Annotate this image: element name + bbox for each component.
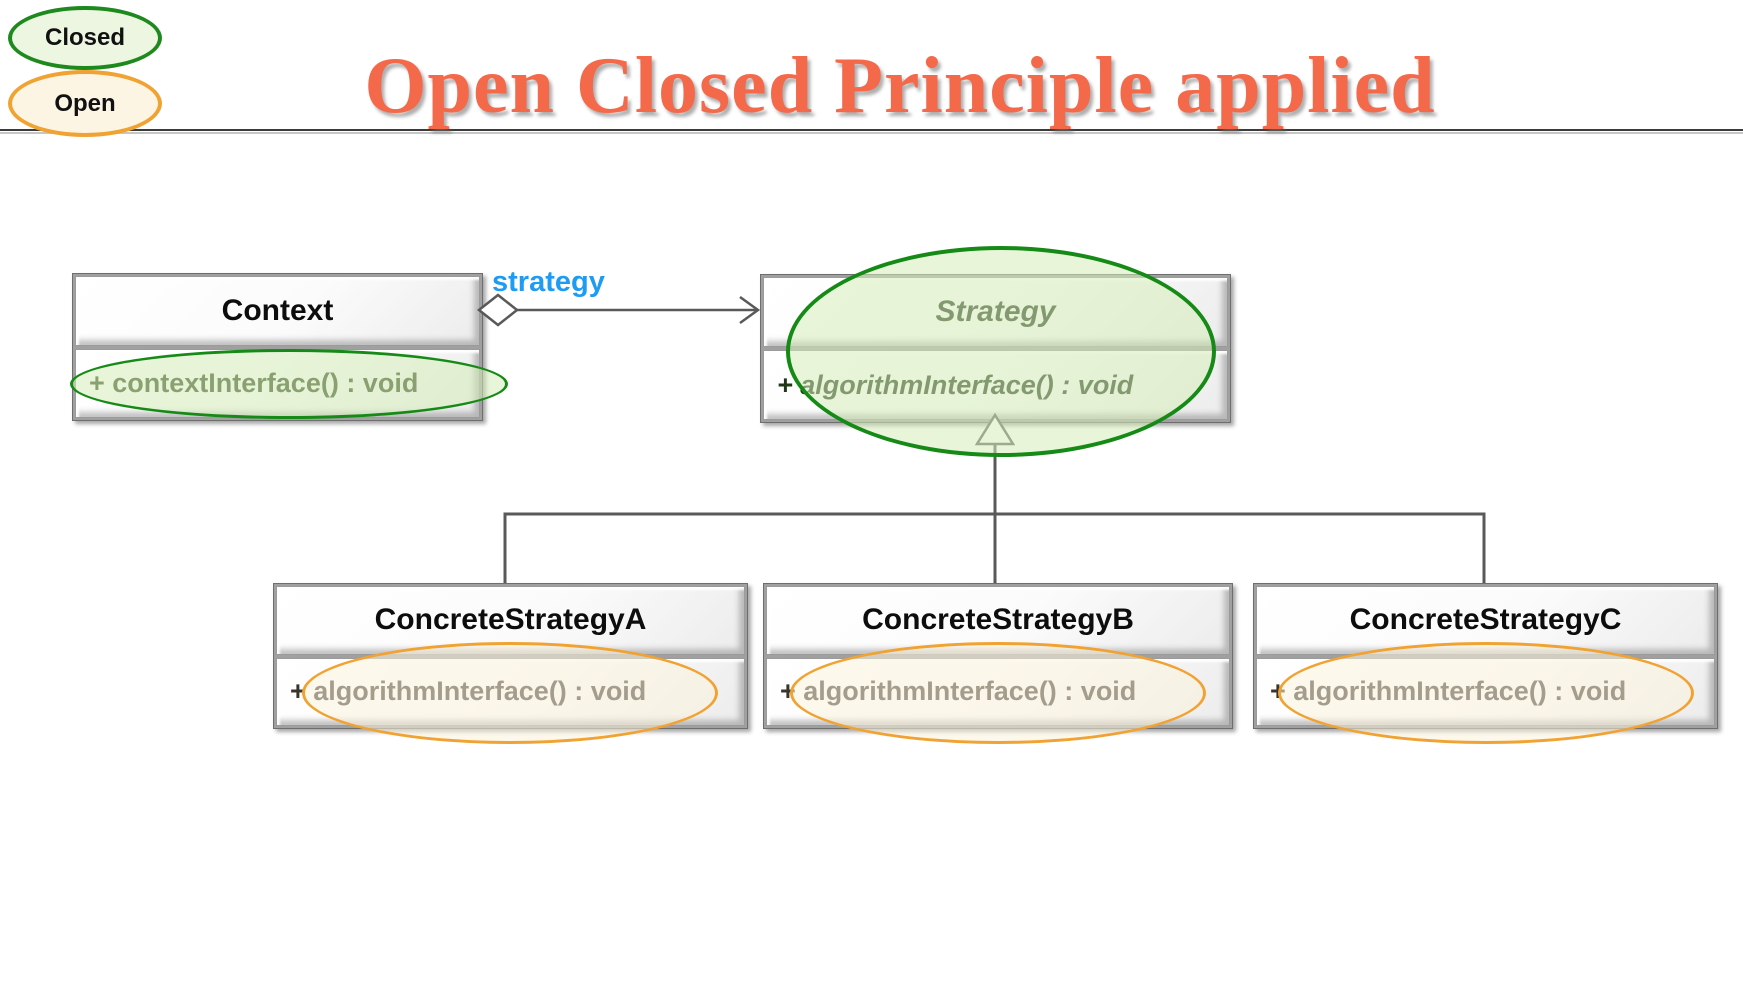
class-name-context: Context <box>221 293 334 327</box>
page-title: Open Closed Principle applied <box>364 42 1436 130</box>
open-highlight-ellipse-concrete-a <box>302 642 718 744</box>
legend-open-ellipse: Open <box>8 70 162 137</box>
legend-closed-ellipse: Closed <box>8 6 162 70</box>
open-highlight-ellipse-concrete-b <box>790 642 1206 744</box>
aggregation-diamond-icon <box>476 293 520 327</box>
legend-open-label: Open <box>54 89 116 117</box>
title-underline <box>0 129 1743 131</box>
class-name-concrete-c: ConcreteStrategyC <box>1349 603 1622 637</box>
legend-closed-label: Closed <box>44 24 125 51</box>
class-name-cell: Context <box>75 276 480 346</box>
closed-highlight-ellipse-context-method <box>70 349 508 419</box>
association-label-strategy: strategy <box>492 266 605 298</box>
open-arrowhead-icon <box>739 295 761 325</box>
class-name-concrete-b: ConcreteStrategyB <box>862 603 1134 637</box>
class-name-concrete-a: ConcreteStrategyA <box>374 603 647 637</box>
open-highlight-ellipse-concrete-c <box>1278 642 1694 744</box>
closed-highlight-ellipse-strategy <box>786 246 1216 457</box>
title-underline-shadow <box>0 132 1743 134</box>
